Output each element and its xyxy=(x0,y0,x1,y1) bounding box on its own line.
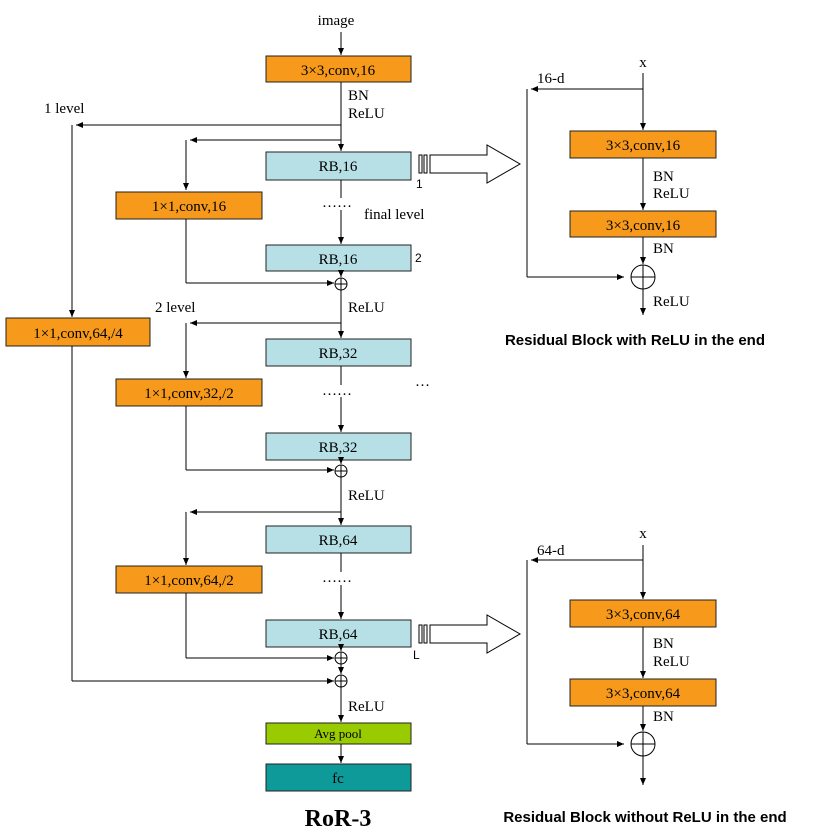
svg-text:3×3,conv,16: 3×3,conv,16 xyxy=(606,138,681,154)
svg-text:RB,64: RB,64 xyxy=(319,627,358,643)
conv1-64-4-box: 1×1,conv,64,/4 xyxy=(5,317,151,347)
relu-label-2: ReLU xyxy=(348,300,385,316)
block1-relu-label-1: ReLU xyxy=(653,186,690,202)
rb64-box-1: RB,64 xyxy=(265,525,412,554)
rb64-box-2: RB,64 xyxy=(265,619,412,648)
svg-text:1×1,conv,16: 1×1,conv,16 xyxy=(152,199,227,215)
rb64-index-l: L xyxy=(413,648,420,662)
svg-text:3×3,conv,64: 3×3,conv,64 xyxy=(606,686,681,702)
block2-bn-label-2: BN xyxy=(653,709,674,725)
block1-dim-label: 16-d xyxy=(537,71,565,87)
avg-pool-box: Avg pool xyxy=(265,722,412,745)
svg-text:RB,64: RB,64 xyxy=(319,533,358,549)
block1-conv-box-1: 3×3,conv,16 xyxy=(569,130,717,159)
svg-text:3×3,conv,64: 3×3,conv,64 xyxy=(606,607,681,623)
rb16-index-1: 1 xyxy=(416,177,423,191)
rb32-box-1: RB,32 xyxy=(265,338,412,367)
block1-add-node xyxy=(630,264,656,290)
block2-caption: Residual Block without ReLU in the end xyxy=(503,809,786,826)
svg-text:RB,32: RB,32 xyxy=(319,346,358,362)
svg-text:RB,16: RB,16 xyxy=(319,252,358,268)
input-label: image xyxy=(318,13,355,29)
block1-conv-box-2: 3×3,conv,16 xyxy=(569,210,717,238)
svg-text:1×1,conv,64,/2: 1×1,conv,64,/2 xyxy=(144,573,234,589)
svg-text:fc: fc xyxy=(332,771,344,787)
relu-label-4: ReLU xyxy=(348,699,385,715)
block1-input-label: x xyxy=(639,55,647,71)
svg-text:RB,32: RB,32 xyxy=(319,440,358,456)
svg-text:3×3,conv,16: 3×3,conv,16 xyxy=(606,218,681,234)
block1-relu-label-2: ReLU xyxy=(653,294,690,310)
relu-label-1: ReLU xyxy=(348,106,385,122)
dots-3: …… xyxy=(322,570,352,586)
block2-add-node xyxy=(630,731,656,757)
fc-box: fc xyxy=(265,763,412,792)
block2-dim-label: 64-d xyxy=(537,543,565,559)
block2-conv-box-2: 3×3,conv,64 xyxy=(569,678,717,707)
svg-text:1×1,conv,32,/2: 1×1,conv,32,/2 xyxy=(144,386,234,402)
svg-text:3×3,conv,16: 3×3,conv,16 xyxy=(301,63,376,79)
rb16-index-2: 2 xyxy=(415,251,422,265)
ellipsis-1: … xyxy=(415,374,430,390)
relu-label-3: ReLU xyxy=(348,488,385,504)
block2-conv-box-1: 3×3,conv,64 xyxy=(569,599,717,628)
block1-caption: Residual Block with ReLU in the end xyxy=(505,332,765,349)
expand-arrow-2 xyxy=(418,614,522,654)
block1-bn-label-2: BN xyxy=(653,241,674,257)
level2-label: 2 level xyxy=(155,300,195,316)
conv1-32-2-box: 1×1,conv,32,/2 xyxy=(115,378,263,407)
block2-relu-label-1: ReLU xyxy=(653,654,690,670)
svg-text:Avg pool: Avg pool xyxy=(314,726,362,741)
dots-1: …… xyxy=(322,195,352,211)
conv1-64-2-box: 1×1,conv,64,/2 xyxy=(115,565,263,594)
add-node-4 xyxy=(334,674,348,688)
expand-arrow-1 xyxy=(418,144,522,184)
conv3-16-box: 3×3,conv,16 xyxy=(265,55,412,83)
svg-text:RB,16: RB,16 xyxy=(319,159,358,175)
block2-bn-label-1: BN xyxy=(653,636,674,652)
block2-input-label: x xyxy=(639,526,647,542)
block1-bn-label-1: BN xyxy=(653,169,674,185)
conv1-16-box: 1×1,conv,16 xyxy=(115,191,263,220)
add-node-3 xyxy=(334,651,348,665)
level1-label: 1 level xyxy=(44,101,84,117)
rb16-box-1: RB,16 xyxy=(265,151,412,181)
add-node-1 xyxy=(334,277,348,291)
add-node-2 xyxy=(334,464,348,478)
diagram-title: RoR-3 xyxy=(305,806,372,832)
final-level-label: final level xyxy=(364,207,424,223)
bn-label-1: BN xyxy=(348,88,369,104)
rb16-box-2: RB,16 xyxy=(265,244,412,272)
rb32-box-2: RB,32 xyxy=(265,432,412,461)
dots-2: …… xyxy=(322,383,352,399)
svg-text:1×1,conv,64,/4: 1×1,conv,64,/4 xyxy=(33,326,123,342)
